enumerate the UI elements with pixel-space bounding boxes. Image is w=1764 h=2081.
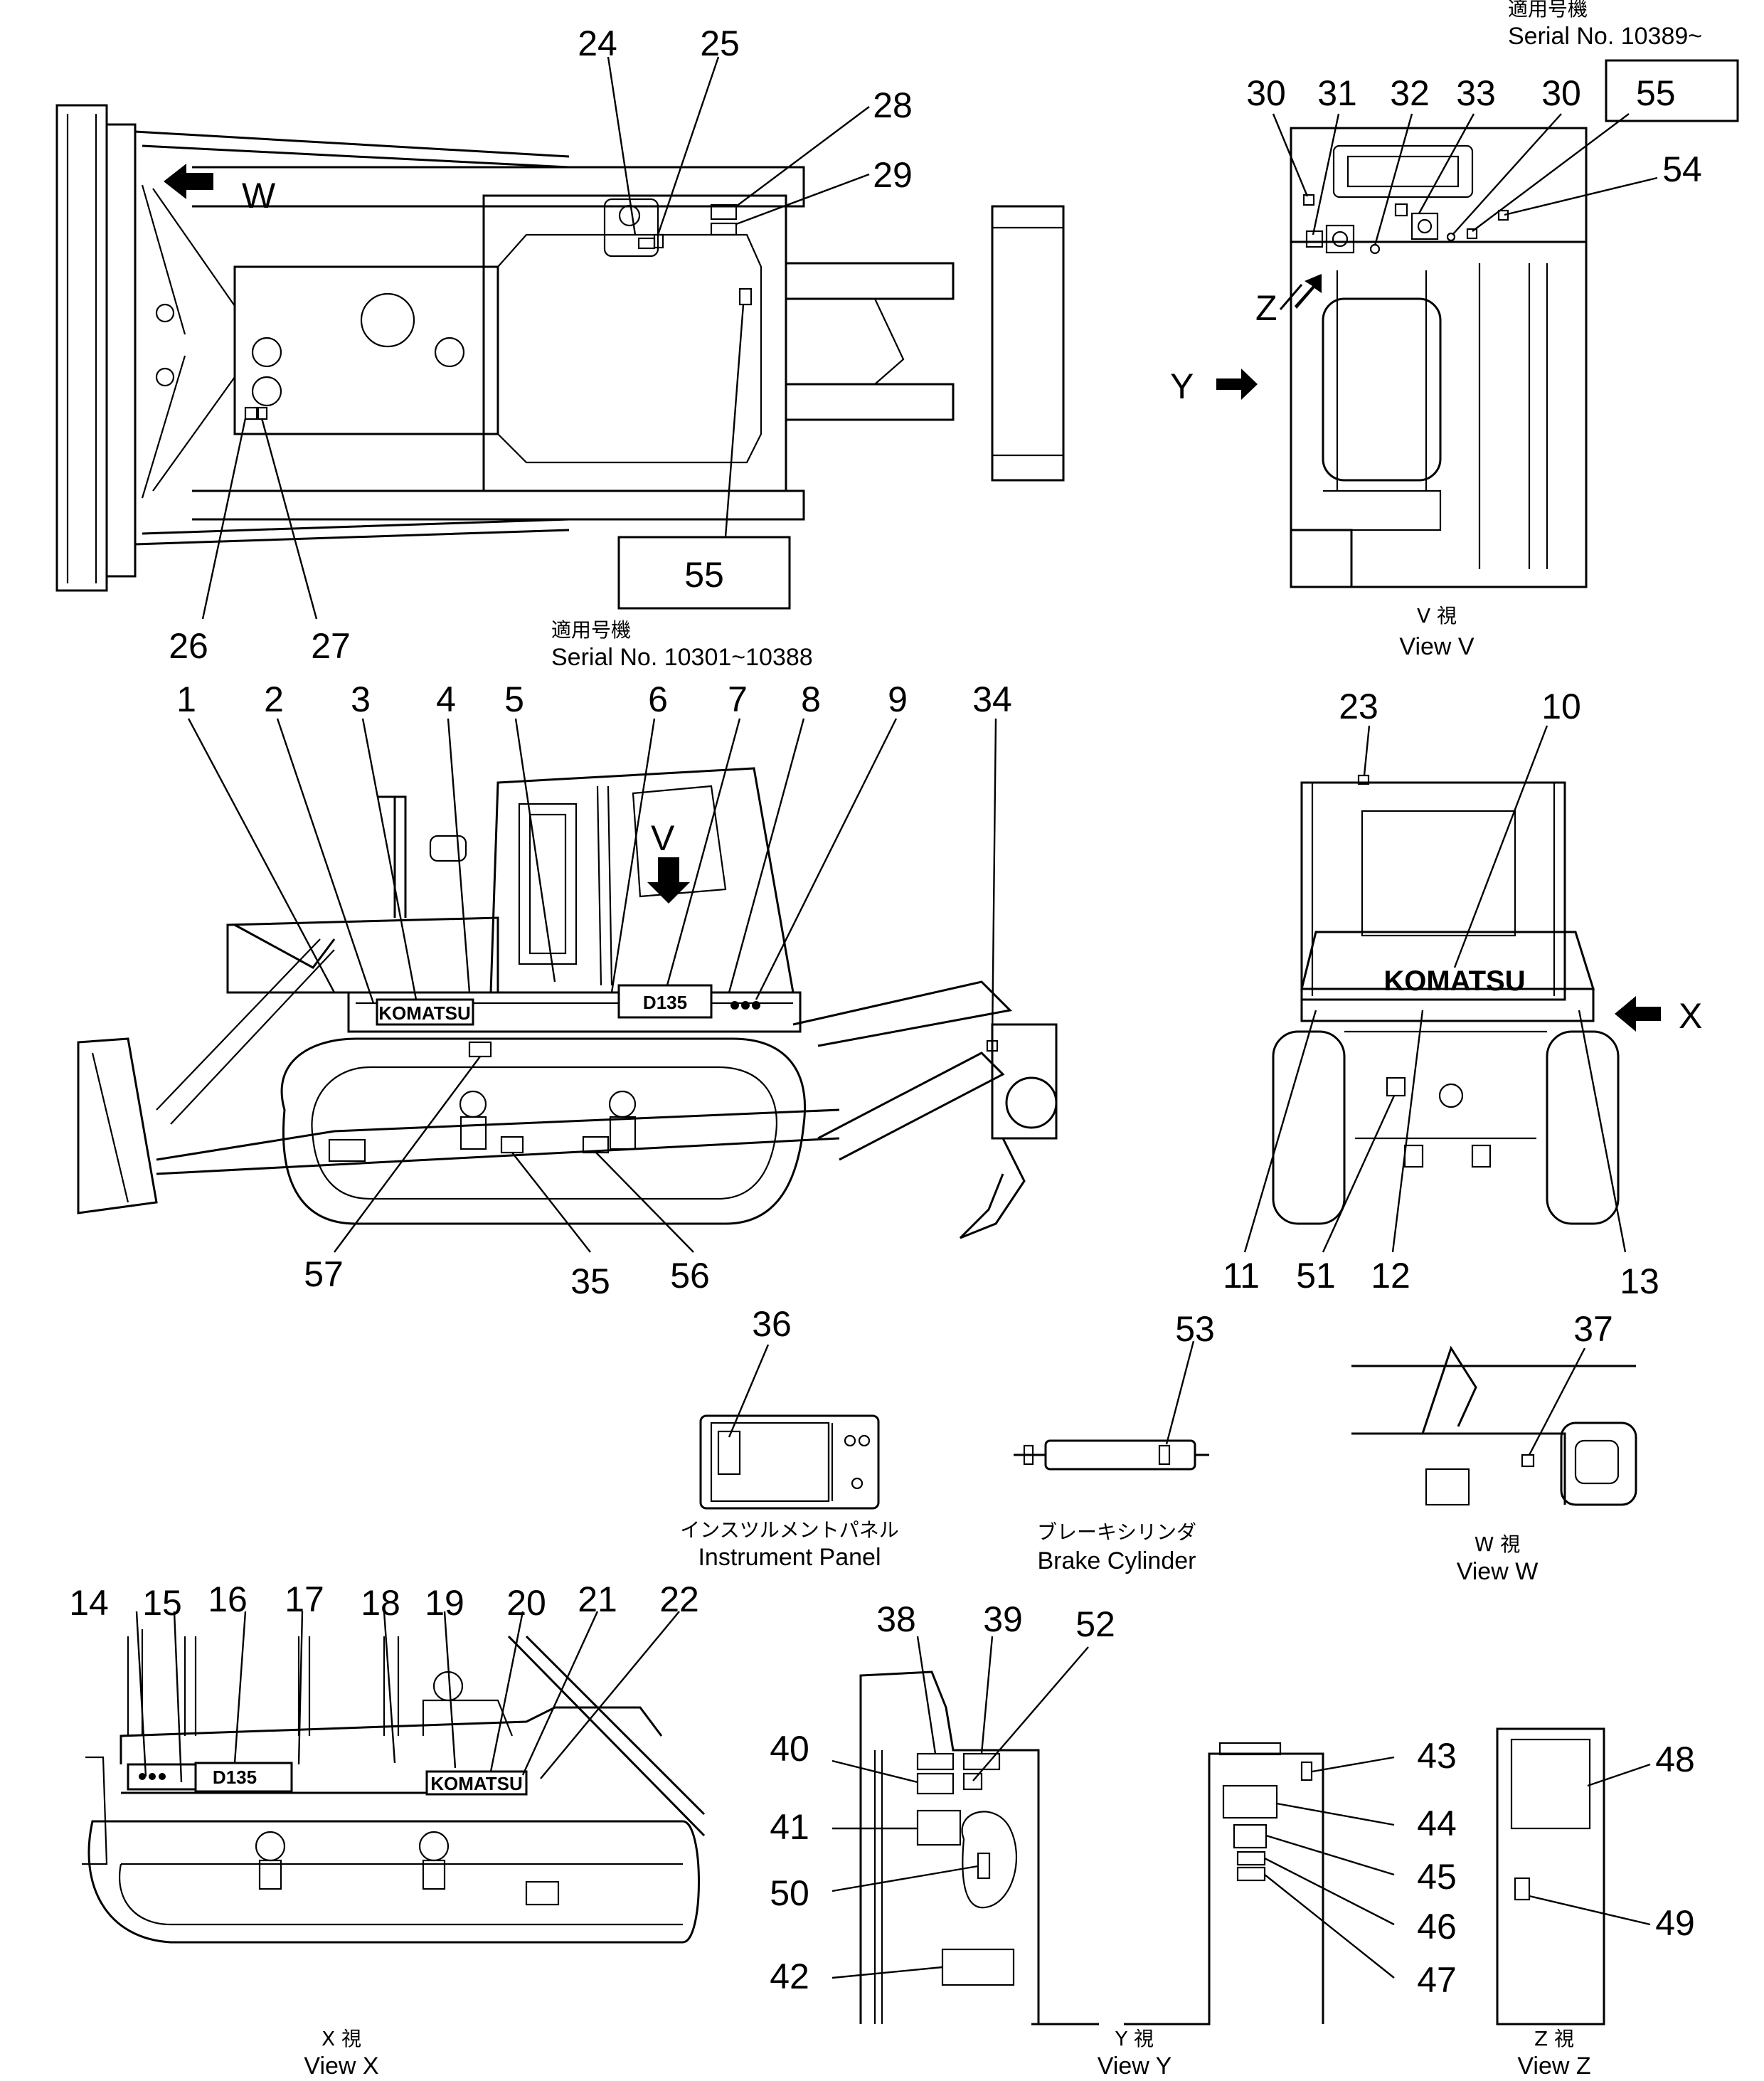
- callout-54: 54: [1662, 149, 1702, 189]
- view-z: 48 49 Z 視 View Z: [1496, 1727, 1695, 2080]
- callout-44: 44: [1417, 1804, 1457, 1843]
- callout-1: 1: [176, 679, 196, 719]
- callout-40: 40: [770, 1729, 809, 1769]
- callout-38: 38: [876, 1599, 916, 1639]
- callout-6: 6: [648, 679, 668, 719]
- brake-cylinder-caption-jp: ブレーキシリンダ: [1037, 1520, 1196, 1544]
- callout-13: 13: [1620, 1261, 1659, 1301]
- callout-56: 56: [670, 1256, 710, 1296]
- callout-51: 51: [1296, 1256, 1336, 1296]
- callout-30-b: 30: [1541, 73, 1581, 113]
- callout-43: 43: [1417, 1736, 1457, 1776]
- arrow-w-label: W: [242, 176, 276, 216]
- brake-cylinder-view: 53 ブレーキシリンダ Brake Cylinder: [1014, 1309, 1215, 1574]
- callout-5: 5: [504, 679, 524, 719]
- brake-cylinder-caption: Brake Cylinder: [1038, 1547, 1196, 1574]
- callout-14: 14: [69, 1583, 109, 1623]
- applicable-machine-jp-a: 適用号機: [551, 618, 631, 642]
- callout-55-boxed-a: 55: [684, 555, 724, 595]
- callout-27: 27: [311, 626, 351, 666]
- callout-52: 52: [1075, 1604, 1115, 1644]
- callout-47: 47: [1417, 1960, 1457, 2000]
- callout-25: 25: [700, 23, 740, 63]
- callout-36: 36: [752, 1304, 792, 1344]
- instrument-panel-caption-jp: インスツルメントパネル: [680, 1518, 898, 1542]
- view-x: D135 KOMATSU 14 15 16 17 18 19 20 21 22 …: [69, 1579, 706, 2080]
- callout-7: 7: [728, 679, 748, 719]
- view-v: 適用号機 Serial No. 10389~ 55 Y Z: [1170, 0, 1739, 660]
- callout-24: 24: [578, 23, 617, 63]
- callout-37: 37: [1573, 1309, 1613, 1349]
- callout-34: 34: [972, 679, 1012, 719]
- callout-26: 26: [169, 626, 208, 666]
- arrow-x-label: X: [1679, 996, 1702, 1036]
- callout-35: 35: [570, 1261, 610, 1301]
- callout-2: 2: [264, 679, 284, 719]
- decal-d135-side: D135: [643, 992, 687, 1013]
- callout-16: 16: [208, 1579, 248, 1619]
- arrow-y-label: Y: [1170, 366, 1194, 406]
- view-z-caption-jp: Z 視: [1534, 2027, 1574, 2050]
- callout-19: 19: [425, 1583, 464, 1623]
- applicable-machine-jp-b: 適用号機: [1508, 0, 1588, 21]
- decal-komatsu-rear: KOMATSU: [1383, 965, 1525, 997]
- view-w: 37 W 視 View W: [1351, 1309, 1637, 1585]
- arrow-v-label: V: [651, 818, 675, 858]
- view-y-caption-jp: Y 視: [1115, 2027, 1154, 2050]
- callout-3: 3: [351, 679, 371, 719]
- callout-15: 15: [142, 1583, 182, 1623]
- callout-31: 31: [1317, 73, 1357, 113]
- callout-32: 32: [1390, 73, 1430, 113]
- callout-17: 17: [285, 1579, 324, 1619]
- callout-39: 39: [983, 1599, 1023, 1639]
- view-z-caption: View Z: [1517, 2053, 1590, 2080]
- callout-10: 10: [1541, 687, 1581, 726]
- instrument-panel-view: 36 インスツルメントパネル Instrument Panel: [680, 1304, 898, 1571]
- callout-12: 12: [1371, 1256, 1410, 1296]
- callout-11: 11: [1223, 1256, 1260, 1296]
- callout-4: 4: [436, 679, 456, 719]
- callout-21: 21: [578, 1579, 617, 1619]
- view-w-caption: View W: [1457, 1558, 1539, 1585]
- callout-55-boxed-b: 55: [1636, 73, 1676, 113]
- callout-57: 57: [304, 1254, 344, 1294]
- callout-20: 20: [506, 1583, 546, 1623]
- callout-23: 23: [1339, 687, 1378, 726]
- view-y-side-panel: 43 44 45 46 47: [1138, 1736, 1457, 2026]
- view-y: 38 39 52 40 41 50 42 Y 視 View Y: [770, 1599, 1171, 2080]
- callout-49: 49: [1655, 1903, 1695, 1943]
- callout-30-a: 30: [1246, 73, 1286, 113]
- view-x-caption-jp: X 視: [322, 2027, 361, 2050]
- arrow-z-label: Z: [1255, 288, 1277, 328]
- decal-komatsu-view-x: KOMATSU: [430, 1773, 523, 1794]
- callout-42: 42: [770, 1956, 809, 1996]
- callout-41: 41: [770, 1807, 809, 1847]
- callout-50: 50: [770, 1873, 809, 1913]
- decal-d135-view-x: D135: [213, 1767, 257, 1788]
- view-x-caption: View X: [304, 2053, 378, 2080]
- side-view: V KOMATSU D135: [77, 679, 1058, 1301]
- top-view: W 55 適用号機 Serial No. 10301~10388 24 25 2…: [55, 23, 1065, 671]
- view-y-caption: View Y: [1098, 2053, 1172, 2080]
- callout-45: 45: [1417, 1857, 1457, 1897]
- view-w-caption-jp: W 視: [1475, 1532, 1521, 1556]
- callout-28: 28: [873, 85, 913, 125]
- view-v-caption-jp: V 視: [1417, 604, 1457, 628]
- callout-48: 48: [1655, 1740, 1695, 1779]
- callout-29: 29: [873, 155, 913, 195]
- instrument-panel-caption: Instrument Panel: [698, 1544, 881, 1571]
- callout-8: 8: [801, 679, 821, 719]
- rear-view: KOMATSU X 23 10 11 51 12 13: [1223, 687, 1702, 1301]
- callout-9: 9: [888, 679, 908, 719]
- decal-komatsu-side: KOMATSU: [378, 1002, 471, 1024]
- callout-33: 33: [1456, 73, 1496, 113]
- serial-range-a: Serial No. 10301~10388: [551, 644, 813, 671]
- view-v-caption: View V: [1399, 633, 1475, 660]
- callout-53: 53: [1175, 1309, 1215, 1349]
- serial-range-b: Serial No. 10389~: [1508, 23, 1702, 50]
- callout-22: 22: [659, 1579, 699, 1619]
- callout-46: 46: [1417, 1907, 1457, 1947]
- callout-18: 18: [361, 1583, 400, 1623]
